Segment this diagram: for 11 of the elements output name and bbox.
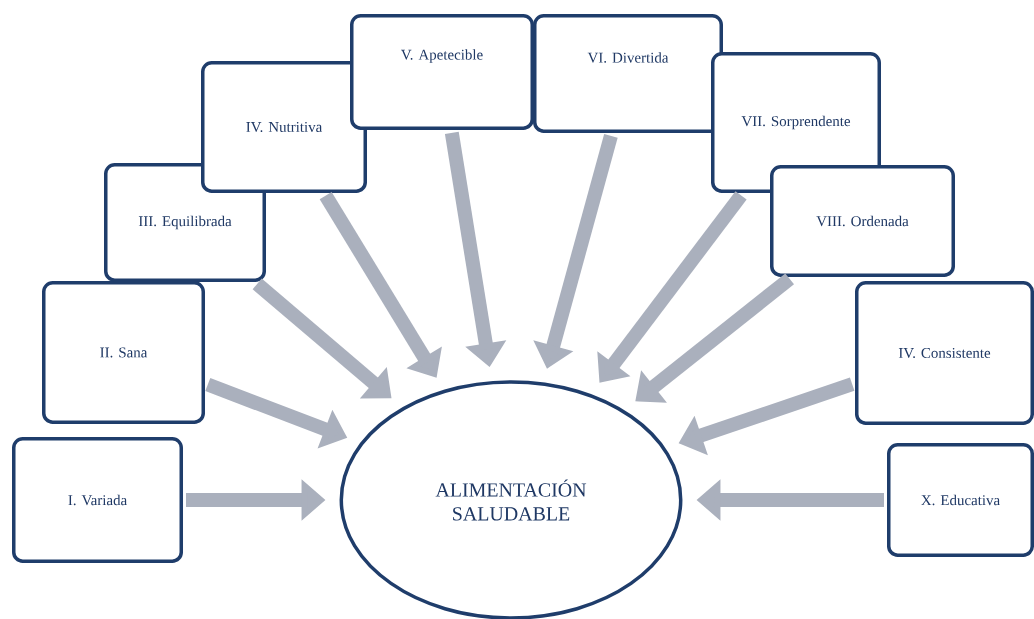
label-box: III. Equilibrada (104, 163, 266, 282)
block-arrow (597, 191, 747, 383)
label-box: IV. Consistente (855, 281, 1034, 425)
label-box: IV. Nutritiva (201, 61, 367, 193)
label-box: V. Apetecible (350, 14, 534, 130)
label-box: II. Sana (42, 281, 205, 424)
label-box: VI. Divertida (533, 14, 723, 133)
label-box: I. Variada (12, 437, 183, 563)
label-box: X. Educativa (887, 443, 1034, 557)
label-box: VIII. Ordenada (770, 165, 955, 277)
block-arrow (635, 273, 794, 403)
